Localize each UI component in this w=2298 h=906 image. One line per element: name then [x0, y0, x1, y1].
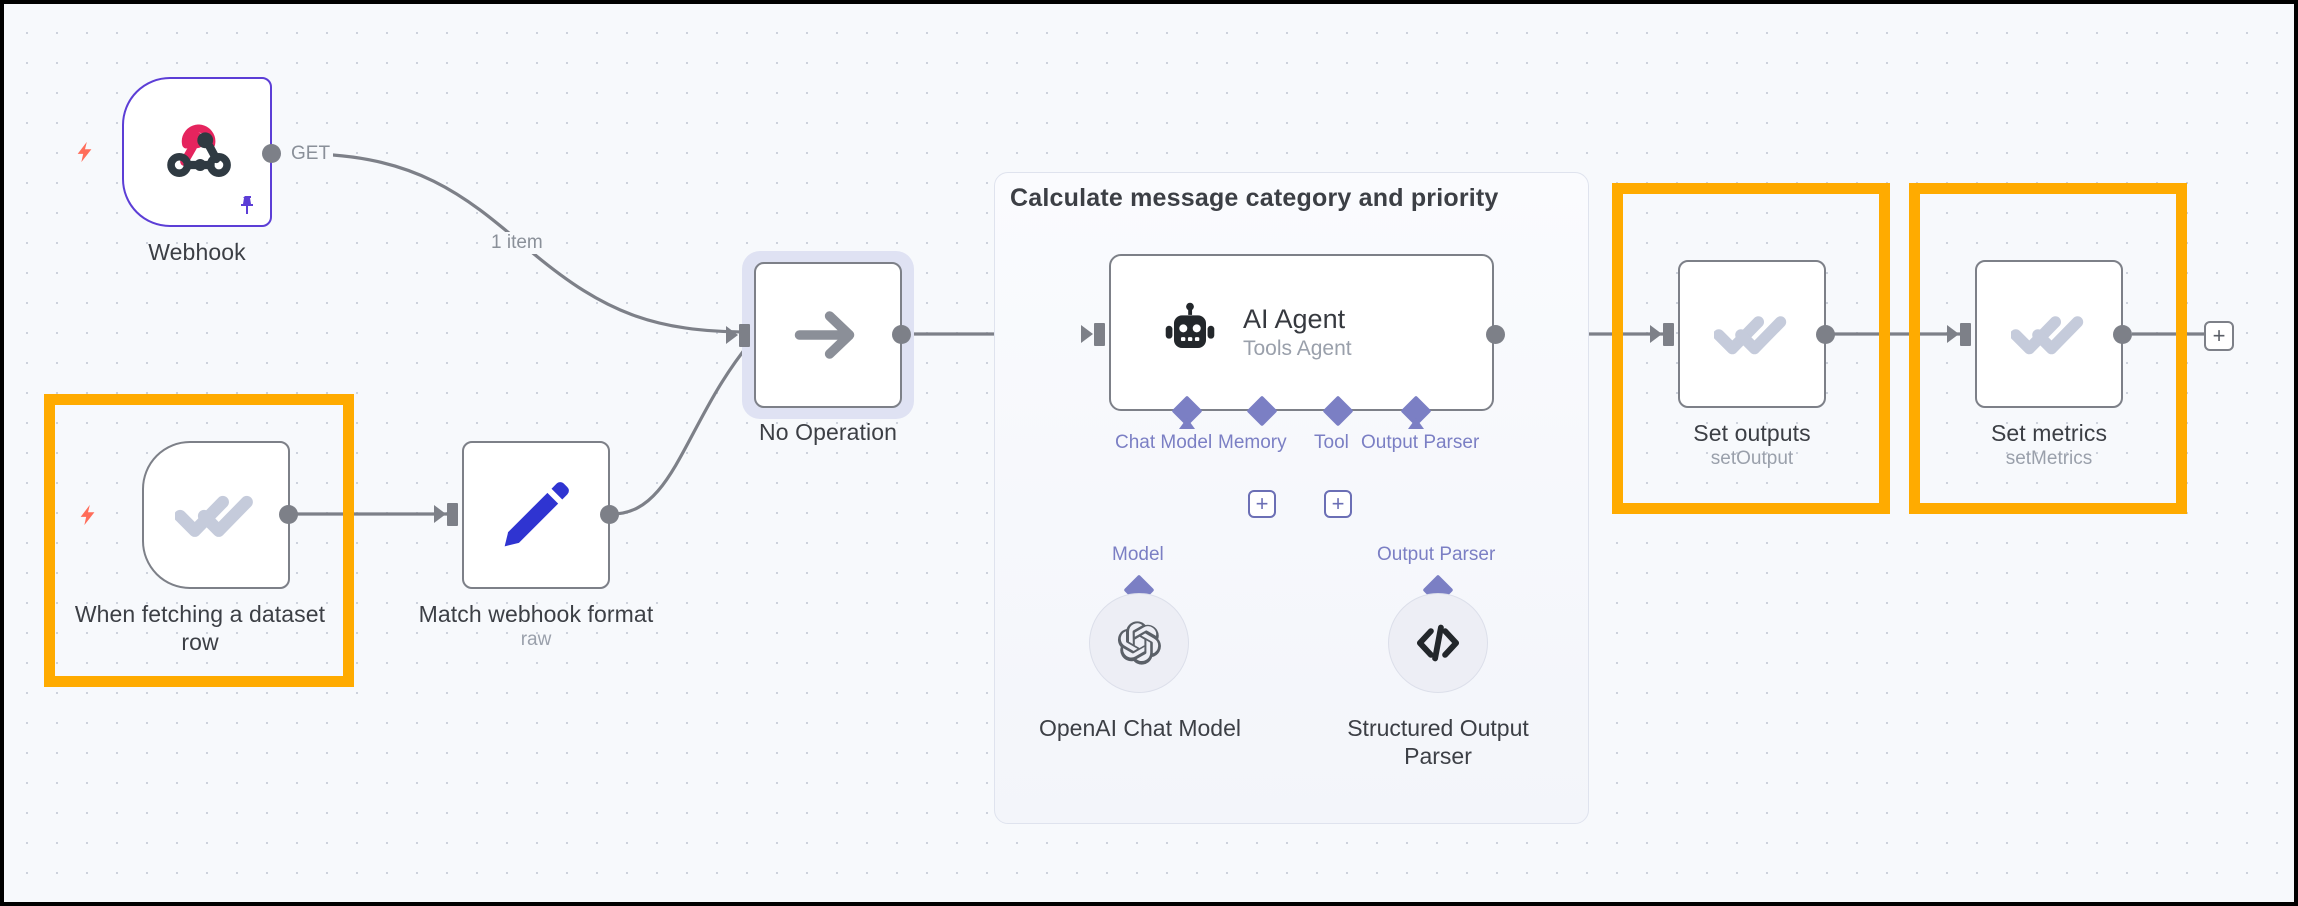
set-metrics-output-dot[interactable]	[2113, 325, 2132, 344]
set-outputs-input-arrow	[1650, 325, 1662, 343]
ai-agent-node-box[interactable]: AI Agent Tools Agent	[1109, 254, 1494, 411]
lightning-bolt-icon	[80, 504, 95, 526]
dataset-row-output-dot[interactable]	[279, 505, 298, 524]
match-webhook-node-label: Match webhook format	[418, 601, 654, 627]
add-tool-button[interactable]: +	[1324, 490, 1352, 518]
webhook-node-box[interactable]	[122, 77, 272, 227]
openai-node-label: OpenAI Chat Model	[1038, 715, 1241, 741]
connector-label-model: Model	[1112, 544, 1164, 565]
ai-agent-input-stub[interactable]	[1094, 323, 1105, 346]
set-metrics-input-stub[interactable]	[1960, 323, 1971, 346]
highlight-frame-dataset-row	[44, 394, 354, 687]
match-webhook-node-box[interactable]	[462, 441, 610, 589]
add-node-button[interactable]: +	[2204, 321, 2234, 351]
connector-label-output-parser: Output Parser	[1377, 544, 1496, 565]
dataset-row-node-label: When fetching a dataset row	[74, 601, 326, 655]
structured-parser-node-label: Structured Output Parser	[1347, 715, 1529, 769]
set-outputs-input-stub[interactable]	[1663, 323, 1674, 346]
set-outputs-output-dot[interactable]	[1816, 325, 1835, 344]
pencil-icon	[504, 482, 569, 547]
match-webhook-input-stub[interactable]	[447, 503, 458, 526]
set-metrics-node-label: Set metrics	[1990, 420, 2108, 446]
port-label-memory: Memory	[1218, 432, 1287, 453]
set-outputs-node-sublabel: setOutput	[1710, 448, 1794, 469]
match-webhook-output-dot[interactable]	[600, 505, 619, 524]
structured-parser-node-circle[interactable]	[1388, 593, 1488, 693]
set-metrics-node-box[interactable]	[1975, 260, 2123, 408]
match-webhook-input-arrow	[434, 505, 446, 523]
no-operation-input-stub[interactable]	[739, 324, 750, 347]
webhook-output-dot[interactable]	[262, 144, 281, 163]
ai-agent-output-dot[interactable]	[1486, 325, 1505, 344]
lightning-bolt-icon	[77, 141, 92, 163]
port-arrow-output-parser	[1408, 418, 1424, 429]
set-metrics-node-sublabel: setMetrics	[2005, 448, 2093, 469]
webhook-output-label: GET	[288, 143, 334, 165]
ai-agent-input-arrow	[1081, 325, 1093, 343]
no-operation-node-label: No Operation	[759, 419, 897, 445]
port-label-output-parser: Output Parser	[1361, 432, 1480, 453]
openai-icon	[1117, 621, 1161, 665]
highlight-frame-set-metrics	[1909, 183, 2187, 514]
double-check-icon	[1714, 316, 1787, 355]
highlight-frame-set-outputs	[1612, 183, 1890, 514]
no-operation-input-arrow	[726, 326, 738, 344]
connection-label-1-item: 1 item	[488, 232, 546, 254]
port-label-tool: Tool	[1314, 432, 1349, 453]
arrow-right-icon	[794, 311, 855, 359]
match-webhook-node-sublabel: raw	[520, 629, 552, 650]
port-arrow-chat-model	[1179, 418, 1195, 429]
double-check-icon	[2011, 316, 2084, 355]
double-check-icon	[175, 495, 253, 537]
add-memory-button[interactable]: +	[1248, 490, 1276, 518]
set-outputs-node-box[interactable]	[1678, 260, 1826, 408]
robot-icon	[1165, 302, 1215, 348]
ai-agent-title: AI Agent	[1243, 304, 1346, 334]
pin-icon	[241, 196, 253, 214]
code-brackets-icon	[1416, 624, 1460, 662]
openai-node-circle[interactable]	[1089, 593, 1189, 693]
group-title: Calculate message category and priority	[1010, 184, 1499, 212]
no-operation-output-dot[interactable]	[892, 325, 911, 344]
webhook-node-label: Webhook	[148, 239, 246, 265]
set-metrics-input-arrow	[1947, 325, 1959, 343]
dataset-row-node-box[interactable]	[142, 441, 290, 589]
port-label-chat-model: Chat Model	[1115, 432, 1213, 453]
webhook-icon	[167, 124, 231, 178]
no-operation-node-box[interactable]	[754, 262, 902, 408]
ai-agent-subtitle: Tools Agent	[1243, 337, 1352, 360]
set-outputs-node-label: Set outputs	[1693, 420, 1811, 446]
